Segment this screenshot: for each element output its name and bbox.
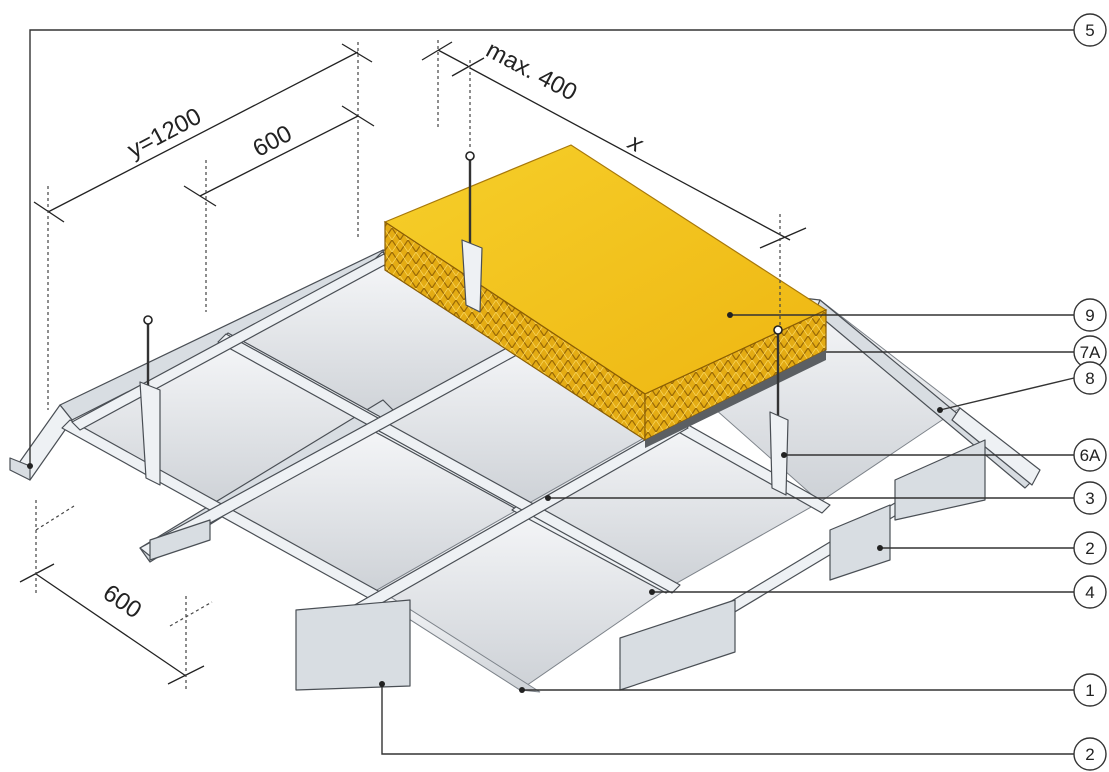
dim-line-x bbox=[469, 67, 791, 241]
svg-text:2: 2 bbox=[1085, 539, 1094, 558]
dim-tick bbox=[183, 185, 217, 207]
leader-dot bbox=[649, 589, 655, 595]
leader-dot bbox=[379, 681, 385, 687]
callout-6a: 6A bbox=[1073, 438, 1107, 472]
callout-8: 8 bbox=[1073, 361, 1107, 395]
svg-text:2: 2 bbox=[1085, 745, 1094, 764]
svg-text:1: 1 bbox=[1085, 681, 1094, 700]
svg-text:5: 5 bbox=[1085, 21, 1094, 40]
leader-8 bbox=[939, 377, 1075, 411]
dim-tick bbox=[759, 227, 807, 249]
callouts: 5 9 7A 8 6A 3 2 4 bbox=[1073, 13, 1107, 771]
callout-2-right: 2 bbox=[1073, 531, 1107, 565]
callout-7a: 7A bbox=[1073, 335, 1107, 369]
runner-end-right bbox=[829, 504, 891, 581]
svg-text:7A: 7A bbox=[1080, 343, 1101, 362]
dimension-lines bbox=[19, 40, 807, 690]
runner-end-front-right bbox=[619, 599, 736, 691]
hanger-anchor bbox=[773, 325, 783, 335]
callout-5: 5 bbox=[1073, 13, 1107, 47]
leader-dot bbox=[937, 407, 943, 413]
dim-tick bbox=[451, 57, 485, 77]
dim-line-y bbox=[47, 51, 359, 213]
insulation-slab bbox=[383, 144, 828, 448]
callout-4: 4 bbox=[1073, 575, 1107, 609]
main-runner-mid bbox=[217, 333, 681, 594]
hanger-bracket bbox=[139, 381, 161, 486]
dim-tick bbox=[341, 105, 375, 127]
leader-lines bbox=[27, 29, 1075, 755]
dim-label-x: x bbox=[623, 128, 648, 158]
dim-extension bbox=[169, 601, 213, 627]
callout-9: 9 bbox=[1073, 298, 1107, 332]
svg-text:4: 4 bbox=[1085, 583, 1094, 602]
dim-line-600-top bbox=[199, 115, 359, 197]
dim-extension bbox=[35, 505, 75, 531]
wall-angle-right-end bbox=[951, 407, 1041, 486]
svg-text:8: 8 bbox=[1085, 369, 1094, 388]
runner-end-far-right bbox=[894, 439, 986, 521]
svg-text:3: 3 bbox=[1085, 489, 1094, 508]
hanger-anchor bbox=[143, 315, 153, 325]
insulation-base-strip bbox=[645, 350, 826, 448]
dim-label-y: y=1200 bbox=[123, 103, 206, 164]
leader-dot bbox=[27, 463, 33, 469]
leader-dot bbox=[519, 687, 525, 693]
leader-dot bbox=[877, 545, 883, 551]
leader-2-bottom bbox=[381, 684, 1074, 755]
hanger-anchor bbox=[465, 151, 475, 161]
leader-dot bbox=[545, 495, 551, 501]
dim-tick bbox=[421, 41, 453, 61]
dim-label-600-top: 600 bbox=[248, 120, 296, 163]
leader-5 bbox=[29, 29, 1074, 466]
grid-rails bbox=[9, 249, 1041, 691]
dim-label-max-400: max. 400 bbox=[482, 36, 582, 106]
dim-tick bbox=[19, 563, 55, 583]
dim-line-600-bottom bbox=[35, 573, 187, 677]
dim-tick bbox=[341, 43, 373, 63]
runner-end-front-left bbox=[295, 599, 411, 691]
leader-dot bbox=[727, 312, 733, 318]
leader-dot bbox=[781, 452, 787, 458]
callout-2-bottom: 2 bbox=[1073, 737, 1107, 771]
runner-end-left bbox=[149, 519, 211, 561]
hangers bbox=[139, 151, 789, 496]
hanger-bracket bbox=[769, 411, 789, 496]
dim-label-600-bottom: 600 bbox=[98, 579, 146, 624]
hanger-bracket bbox=[461, 239, 483, 313]
dim-line-400 bbox=[437, 49, 469, 67]
callout-1: 1 bbox=[1073, 673, 1107, 707]
dim-tick bbox=[33, 201, 65, 223]
svg-text:9: 9 bbox=[1085, 306, 1094, 325]
callout-3: 3 bbox=[1073, 481, 1107, 515]
svg-text:6A: 6A bbox=[1080, 446, 1101, 465]
